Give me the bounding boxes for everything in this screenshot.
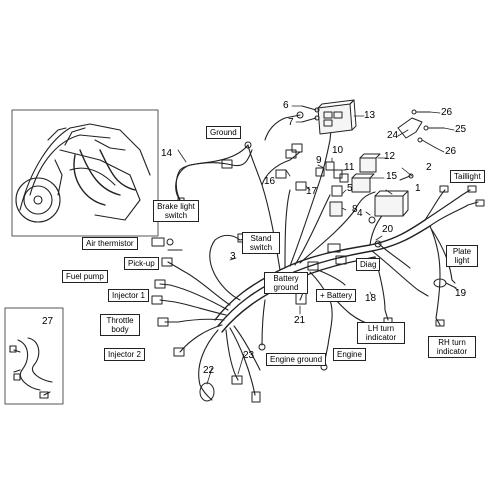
part-number-25: 25 <box>455 124 467 135</box>
label-injector-1: Injector 1 <box>108 289 149 302</box>
motorcycle-inset-illustration <box>11 109 159 237</box>
part-number-22: 22 <box>203 365 215 376</box>
label-pick-up: Pick-up <box>124 257 159 270</box>
label-battery-ground: Battery ground <box>264 272 308 294</box>
right-branches <box>335 189 479 326</box>
part-number-18: 18 <box>365 293 377 304</box>
part-number-5: 5 <box>347 183 353 194</box>
part-number-17: 17 <box>306 186 318 197</box>
connector-components <box>151 99 485 403</box>
part-number-14: 14 <box>161 148 173 159</box>
label-diag: Diag <box>356 258 381 271</box>
label-throttle-body: Throttle body <box>100 314 140 336</box>
left-branches <box>159 234 261 401</box>
part-number-16: 16 <box>264 176 276 187</box>
part-number-27: 27 <box>42 316 54 327</box>
label-engine-ground: Engine ground <box>266 353 327 366</box>
label-fuel-pump: Fuel pump <box>62 270 108 283</box>
label-taillight: Taillight <box>450 170 485 183</box>
part-number-10: 10 <box>332 145 344 156</box>
label-ground: Ground <box>206 126 241 139</box>
part-number-12: 12 <box>384 151 396 162</box>
part-number-13: 13 <box>364 110 376 121</box>
label-brake-light-switch: Brake light switch <box>153 200 199 222</box>
part-number-11: 11 <box>344 162 355 173</box>
part-number-1: 1 <box>415 183 421 194</box>
part-number-9: 9 <box>316 155 322 166</box>
label-lh-turn-indicator: LH turn indicator <box>357 322 405 344</box>
part-number-23: 23 <box>243 350 255 361</box>
item-27-inset <box>4 307 64 405</box>
label-stand-switch: Stand switch <box>242 232 280 254</box>
part-number-24: 24 <box>387 130 399 141</box>
part-number-26-bottom: 26 <box>445 146 457 157</box>
part-number-19: 19 <box>455 288 467 299</box>
label-engine: Engine <box>333 348 366 361</box>
part-number-4: 4 <box>357 208 363 219</box>
part-number-6: 6 <box>283 100 289 111</box>
part-number-7: 7 <box>288 117 294 128</box>
leader-lines <box>177 105 459 385</box>
part-number-15: 15 <box>386 171 398 182</box>
part-number-2: 2 <box>426 162 432 173</box>
part-number-20: 20 <box>382 224 394 235</box>
label-plate-light: Plate light <box>446 245 478 267</box>
label-injector-2: Injector 2 <box>104 348 145 361</box>
part-number-21: 21 <box>294 315 306 326</box>
part-number-8: 8 <box>352 204 358 215</box>
part-number-3: 3 <box>230 251 236 262</box>
brake-light-switch-loop <box>175 149 253 201</box>
part-number-26-top: 26 <box>441 107 453 118</box>
label-rh-turn-indicator: RH turn indicator <box>428 336 476 358</box>
label-plus-battery: + Battery <box>316 289 357 302</box>
label-air-thermistor: Air thermistor <box>82 237 138 250</box>
